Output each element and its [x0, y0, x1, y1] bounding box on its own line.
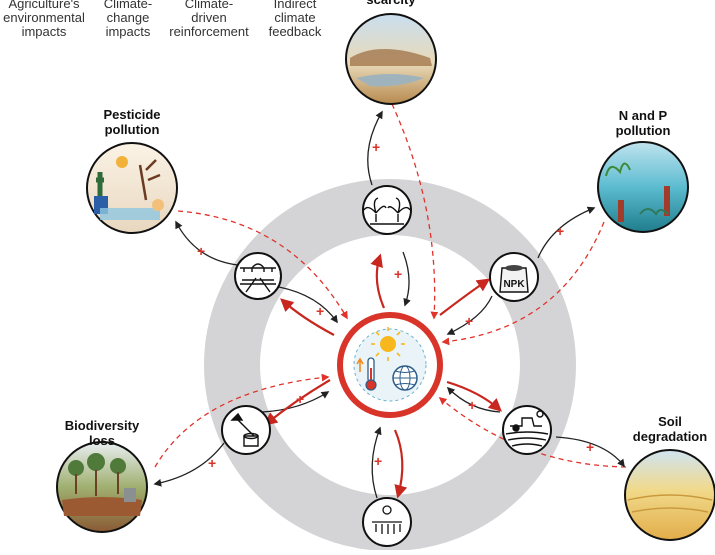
plus-sign: + [372, 139, 380, 155]
label-line: Pesticide [103, 107, 161, 122]
plus-sign: + [556, 223, 564, 239]
arrow-crop-to-center [371, 426, 382, 499]
globe-icon [392, 365, 418, 391]
arrow-center-to-crop [393, 429, 408, 499]
climate-center-icon [337, 312, 443, 418]
plus-sign: + [465, 313, 473, 329]
label-water-scarcity: scarcity [351, 0, 431, 7]
fertilizer-bag-label: NPK [503, 279, 525, 290]
legend-line: Climate- [103, 0, 153, 11]
label-line: degradation [632, 429, 708, 444]
arrow-spray-to-pesticide [175, 220, 239, 266]
sun-icon [371, 327, 405, 361]
dashed-arrow-biodiversity [154, 373, 330, 468]
plus-sign: + [208, 455, 216, 471]
legend-indirect-climate-feedback: Indirect climate feedback [262, 0, 328, 39]
arrow-irrigation-to-center [402, 251, 411, 307]
red-arrows [263, 253, 502, 499]
arrow-center-to-npk [439, 278, 491, 316]
label-biodiversity-loss: Biodiversity loss [56, 418, 148, 448]
legend-line: Agriculture's [8, 0, 80, 11]
legend-agriculture-impacts: Agriculture's environmental impacts [0, 0, 92, 39]
arrow-npk-to-np [537, 206, 596, 259]
plus-sign: + [586, 439, 594, 455]
legend-line: feedback [268, 24, 322, 39]
practice-cropping [362, 497, 412, 547]
outcome-soil-degradation [624, 449, 715, 541]
plus-signs: + + + + + + + + + + + [197, 139, 594, 471]
label-soil-degradation: Soil degradation [626, 414, 714, 444]
label-np-pollution: N and P pollution [600, 108, 686, 138]
dashed-arrow-water [391, 103, 439, 320]
label-line: pollution [615, 123, 671, 138]
arrow-axe-to-biodiversity [153, 442, 225, 487]
plus-sign: + [374, 453, 382, 469]
practice-deforestation [221, 405, 271, 455]
legend-climate-change-impacts: Climate- change impacts [98, 0, 158, 39]
outcome-biodiversity-loss [56, 441, 148, 533]
outcome-np-pollution [597, 141, 689, 233]
arrow-npk-to-center [446, 295, 493, 335]
practice-tillage [502, 405, 552, 455]
legend-line: change [106, 10, 150, 25]
arrow-irrigation-to-water [367, 110, 383, 186]
label-line: Biodiversity [64, 418, 140, 433]
label-line: loss [88, 433, 115, 448]
arrow-center-to-irrigation [370, 253, 386, 309]
plus-sign: + [394, 266, 402, 282]
dashed-arrow-pesticide [177, 210, 348, 320]
thermometer-icon [356, 357, 377, 391]
practice-fertilizer: NPK [489, 252, 539, 302]
legend-line: reinforcement [169, 24, 249, 39]
plus-sign: + [316, 303, 324, 319]
crop-sprayer-icon [240, 263, 276, 293]
plus-sign: + [296, 391, 304, 407]
arrow-spray-to-center [278, 286, 338, 324]
legend-line: Indirect [273, 0, 317, 11]
label-line: pollution [104, 122, 160, 137]
legend-line: climate [274, 10, 316, 25]
practice-pesticide-spraying [234, 252, 282, 300]
label-line: scarcity [351, 0, 431, 7]
legend-line: Climate- [184, 0, 234, 11]
outcome-water-scarcity [345, 13, 437, 105]
plus-sign: + [197, 243, 205, 259]
arrow-axe-to-center [261, 391, 330, 413]
crop-field-icon [372, 505, 402, 534]
legend-line: impacts [21, 24, 67, 39]
legend-line: driven [191, 10, 227, 25]
arrow-center-to-tractor [446, 380, 502, 412]
legend-line: environmental [3, 10, 85, 25]
arrow-tractor-to-soil [555, 436, 625, 468]
plus-sign: + [468, 397, 476, 413]
label-line: N and P [618, 108, 668, 123]
legend-line: impacts [105, 24, 151, 39]
axe-stump-icon [230, 412, 259, 447]
sprinkler-icon [363, 197, 411, 225]
label-line: Soil [658, 414, 682, 429]
legend-climate-driven-reinforcement: Climate- driven reinforcement [164, 0, 254, 39]
practice-irrigation [362, 185, 412, 235]
arrow-center-to-axe [263, 379, 331, 426]
label-pesticide-pollution: Pesticide pollution [90, 107, 174, 137]
outcome-pesticide-pollution [86, 142, 178, 234]
arrow-center-to-spray [280, 298, 335, 336]
tractor-field-icon [505, 410, 549, 447]
dashed-arrow-np [441, 221, 605, 346]
